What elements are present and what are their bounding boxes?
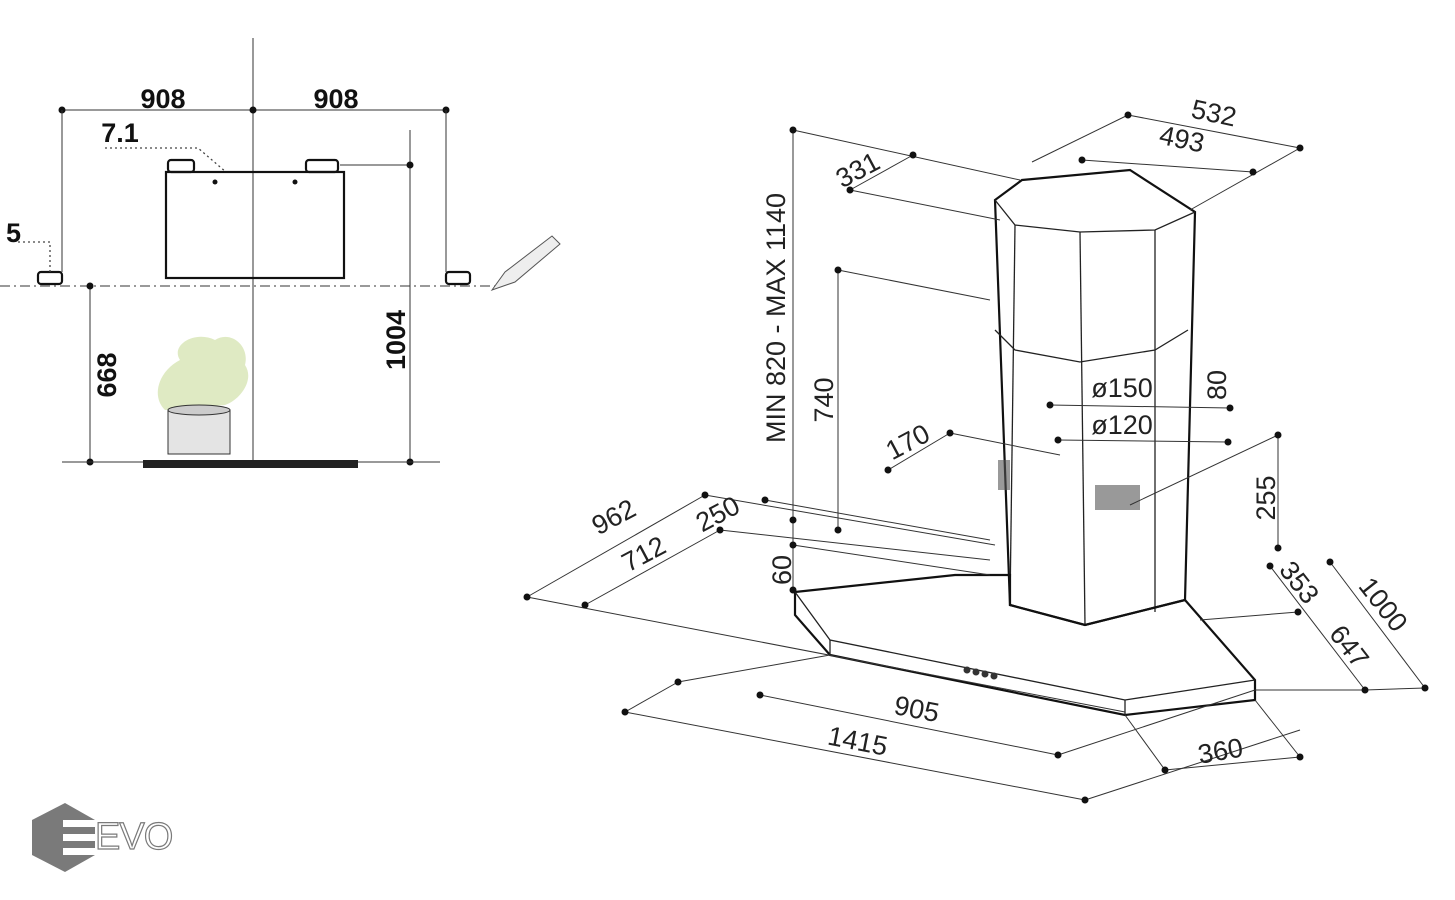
dim-width-left: 908 (140, 84, 185, 114)
dim-chimney-depth: 331 (831, 146, 885, 194)
dim-front-905: 905 (892, 690, 942, 728)
hood-body (164, 170, 346, 280)
logo-text: EVO (95, 816, 172, 858)
dim-partial: 5 (6, 218, 21, 248)
dim-total-height: 1004 (381, 310, 411, 370)
dim-depth-canopy: 712 (617, 530, 671, 578)
dim-width-right: 908 (313, 84, 358, 114)
dim-chimney-inner: 493 (1157, 120, 1207, 159)
dim-depth-rear: 250 (691, 490, 745, 538)
steam-pot-icon (157, 336, 249, 455)
dim-width-1415: 1415 (825, 721, 890, 762)
dim-canopy-height: 60 (767, 555, 797, 585)
dim-side-360: 360 (1196, 732, 1246, 769)
dim-duct-from-wall: 170 (881, 418, 935, 466)
dim-duct-height: 255 (1251, 475, 1281, 520)
evo-logo: EVO (32, 803, 174, 872)
dim-duct-outer: ø150 (1091, 373, 1153, 403)
dim-side-353: 353 (1273, 555, 1324, 609)
pencil-icon (490, 235, 561, 291)
isometric-hood-view: 532 493 331 MIN 820 - MAX 1140 740 ø150 … (523, 94, 1429, 804)
side-installation-view: 908 908 7.1 5 668 1004 (0, 38, 561, 468)
dim-duct-offset: 80 (1202, 370, 1232, 400)
dim-chimney-lower: 740 (809, 377, 839, 422)
dim-hob-to-hood: 668 (92, 352, 122, 397)
dim-side-647: 647 (1323, 619, 1374, 673)
dim-chimney-range: MIN 820 - MAX 1140 (761, 193, 791, 443)
dim-depth-total: 962 (587, 493, 641, 541)
dim-duct-inner: ø120 (1091, 410, 1153, 440)
dim-offset: 7.1 (101, 118, 139, 148)
